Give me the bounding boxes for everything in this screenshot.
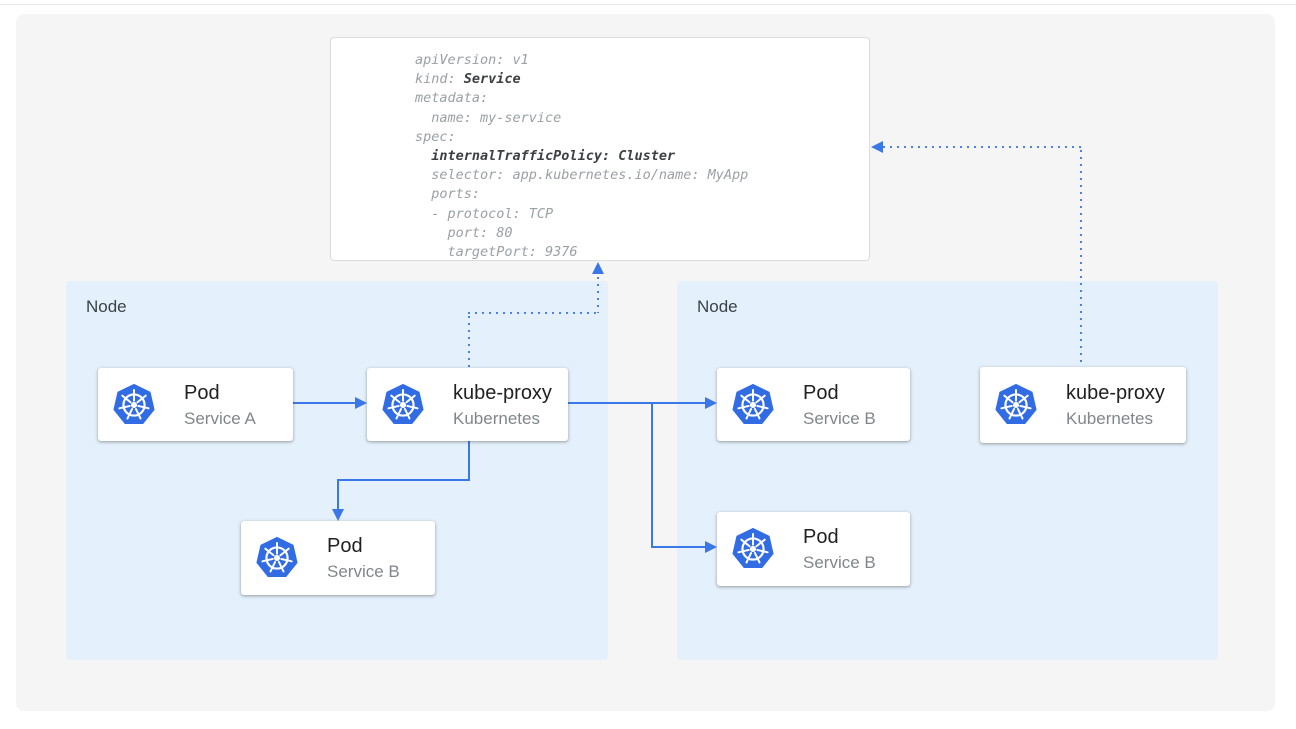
arrowhead-kube-proxy-to-pod-b-left <box>332 509 344 521</box>
node-label: Node <box>86 297 127 316</box>
card-subtitle: Service B <box>327 562 400 581</box>
line-kube-proxy-down <box>468 441 470 481</box>
dotted-line-kube-proxy-left-to-yaml <box>597 277 599 313</box>
line-kube-proxy-to-pod-b-right-top <box>568 402 706 404</box>
dotted-line-kube-proxy-left-across <box>468 312 600 314</box>
card-subtitle: Service B <box>803 553 876 572</box>
arrowhead-dotted-to-yaml-bottom <box>592 262 604 274</box>
line-split-to-pod-b-right-bottom <box>651 546 706 548</box>
kubernetes-icon <box>111 383 157 427</box>
kubernetes-icon <box>254 536 300 580</box>
node-box-left: Node <box>66 281 608 660</box>
card-subtitle: Service B <box>803 408 876 428</box>
card-subtitle: Kubernetes <box>453 408 540 428</box>
card-pod-service-b-left: Pod Service B <box>241 521 435 595</box>
line-split-down <box>651 402 653 548</box>
card-subtitle: Kubernetes <box>1066 409 1153 428</box>
top-divider <box>0 4 1296 5</box>
card-kube-proxy-right: kube-proxy Kubernetes <box>980 367 1186 443</box>
kubernetes-icon <box>730 383 776 427</box>
dotted-line-kube-proxy-left-up <box>468 316 470 368</box>
card-title: Pod <box>184 381 220 404</box>
arrowhead-pod-a-to-kube-proxy <box>355 397 367 409</box>
card-title: kube-proxy <box>1066 382 1165 404</box>
dotted-line-kube-proxy-right-across <box>883 146 1082 148</box>
card-title: Pod <box>803 526 839 548</box>
card-title: kube-proxy <box>453 381 552 404</box>
line-pod-a-to-kube-proxy <box>293 402 356 404</box>
kubernetes-icon <box>380 383 426 427</box>
arrowhead-dotted-to-yaml-right <box>871 141 883 153</box>
arrowhead-kube-proxy-to-pod-b-right-top <box>705 397 717 409</box>
card-kube-proxy-left: kube-proxy Kubernetes <box>367 368 568 441</box>
card-title: Pod <box>803 381 839 404</box>
node-label: Node <box>697 297 738 316</box>
arrowhead-split-to-pod-b-right-bottom <box>705 541 717 553</box>
card-pod-service-a: Pod Service A <box>98 368 293 441</box>
dotted-line-kube-proxy-right-up <box>1080 150 1082 367</box>
card-pod-service-b-right-bottom: Pod Service B <box>717 512 910 586</box>
kubernetes-icon <box>993 383 1039 427</box>
kubernetes-icon <box>730 527 776 571</box>
card-title: Pod <box>327 535 363 557</box>
card-pod-service-b-right-top: Pod Service B <box>717 368 910 441</box>
line-kube-proxy-to-pod-b-left <box>337 479 339 510</box>
line-kube-proxy-left <box>337 479 470 481</box>
card-subtitle: Service A <box>184 408 256 428</box>
node-box-right: Node <box>677 281 1218 660</box>
